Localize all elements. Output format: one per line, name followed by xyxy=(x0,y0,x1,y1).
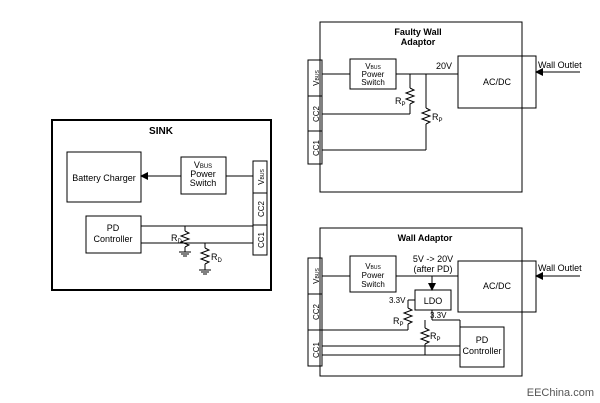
wall-pd-controller-label-2: Controller xyxy=(462,346,501,356)
wall-voltage-label-1: 5V -> 20V xyxy=(413,254,453,264)
faulty-pin-cc1: CC1 xyxy=(312,139,321,156)
sink-pd-controller-box xyxy=(85,215,142,254)
wall-connector xyxy=(307,257,323,367)
sink-title: SINK xyxy=(149,126,174,137)
faulty-adaptor-block xyxy=(307,21,580,193)
sink-pin-cc1: CC1 xyxy=(257,231,266,248)
watermark: EEChina.com xyxy=(527,387,594,399)
faulty-vbus-switch-label-1: VBUS xyxy=(365,62,381,71)
sink-pin-cc2: CC2 xyxy=(257,200,266,217)
wall-vbus-switch-label-2: Power xyxy=(362,271,385,280)
faulty-vbus-switch-label-2: Power xyxy=(362,70,385,79)
wall-pin-vbus: VBUS xyxy=(312,268,321,284)
wall-vbus-switch-label-1: VBUS xyxy=(365,262,381,271)
wall-rp1-label: RP xyxy=(393,316,404,328)
faulty-rp1-label: RP xyxy=(395,96,406,108)
wall-adaptor-block xyxy=(307,227,580,377)
sink-rd2-label: RD xyxy=(211,252,223,264)
wall-frame xyxy=(319,227,523,377)
wall-ldo-label: LDO xyxy=(424,296,443,306)
wall-acdc-box xyxy=(457,260,537,313)
faulty-acdc-label: AC/DC xyxy=(483,77,512,87)
wall-pd-controller-label-1: PD xyxy=(476,335,489,345)
sink-pd-controller-label-1: PD xyxy=(107,223,120,233)
sink-block xyxy=(51,119,272,291)
faulty-title-line-2: Adaptor xyxy=(401,37,436,47)
wall-rp2-label: RP xyxy=(430,331,441,343)
sink-vbus-switch-label-3: Switch xyxy=(190,178,217,188)
faulty-connector xyxy=(307,59,323,165)
wall-3v3-label-a: 3.3V xyxy=(389,296,406,305)
faulty-title-line-1: Faulty Wall xyxy=(394,27,441,37)
wall-pd-controller-box xyxy=(459,326,505,368)
faulty-frame xyxy=(319,21,523,193)
faulty-rp2-label: RP xyxy=(432,112,443,124)
wall-title: Wall Adaptor xyxy=(398,233,453,243)
faulty-wall-outlet-label: Wall Outlet xyxy=(538,60,582,70)
wall-pin-cc1: CC1 xyxy=(312,341,321,358)
faulty-acdc-box xyxy=(457,55,537,109)
sink-frame xyxy=(51,119,272,291)
sink-vbus-switch-label-2: Power xyxy=(190,169,216,179)
sink-battery-charger-label: Battery Charger xyxy=(72,173,136,183)
wall-3v3-label-b: 3.3V xyxy=(430,311,447,320)
wall-vbus-switch-box xyxy=(349,255,397,293)
sink-pd-controller-label-2: Controller xyxy=(93,234,132,244)
faulty-vbus-switch-label-3: Switch xyxy=(361,78,385,87)
faulty-voltage-label: 20V xyxy=(436,61,452,71)
wall-vbus-switch-label-3: Switch xyxy=(361,280,385,289)
wall-pin-cc2: CC2 xyxy=(312,303,321,320)
sink-pin-vbus: VBUS xyxy=(257,169,266,185)
sink-vbus-switch-label-1: VBUS xyxy=(194,160,212,170)
faulty-pin-cc2: CC2 xyxy=(312,105,321,122)
sink-connector xyxy=(252,160,268,256)
wall-wall-outlet-label: Wall Outlet xyxy=(538,263,582,273)
wall-acdc-label: AC/DC xyxy=(483,281,512,291)
sink-rd1-label: RD xyxy=(171,233,183,245)
wall-voltage-label-2: (after PD) xyxy=(413,264,452,274)
faulty-pin-vbus: VBUS xyxy=(312,70,321,86)
